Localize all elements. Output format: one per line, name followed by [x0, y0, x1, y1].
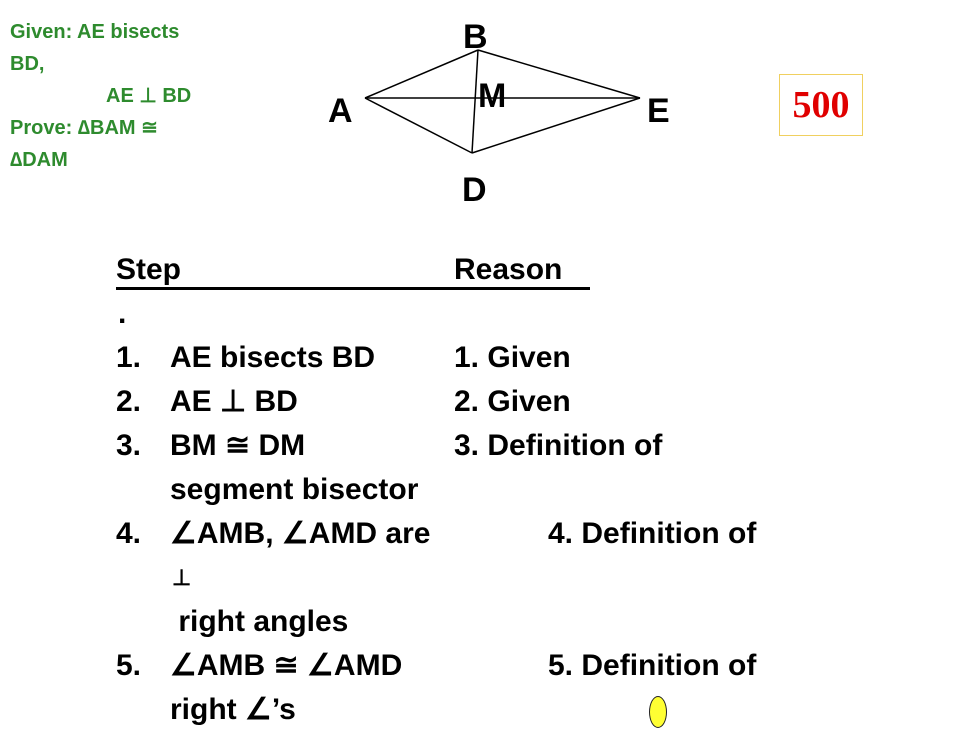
step-reason: 4. Definition of: [548, 517, 757, 550]
proof-row-5-continued: right ∠’s: [116, 688, 836, 732]
reason-column-header: Reason: [454, 253, 563, 286]
step-reason: 5. Definition of: [548, 649, 757, 682]
proof-row-3-continued: segment bisector: [116, 468, 836, 512]
proof-row-4-continued: ⊥: [116, 556, 836, 600]
step-statement-continued: right angles: [170, 605, 349, 638]
perpendicular-symbol: ⊥: [172, 565, 192, 590]
proof-row-4: 4. ∠AMB, ∠AMD are 4. Definition of: [116, 512, 836, 556]
step-statement: AE ⊥ BD: [170, 385, 298, 418]
proof-row-1: 1. AE bisects BD 1. Given: [116, 336, 836, 380]
prove-line-1: Prove: ∆BAM ≅: [10, 117, 158, 139]
step-number: 5.: [116, 649, 142, 682]
prove-line-2: ∆DAM: [10, 149, 68, 171]
proof-row-4-continued-2: right angles: [116, 600, 836, 644]
segment-DA: [364, 97, 473, 154]
step-statement: BM ≅ DM: [170, 429, 306, 462]
proof-row-2: 2. AE ⊥ BD 2. Given: [116, 380, 836, 424]
label-M: M: [478, 77, 506, 115]
given-line-1: Given: AE bisects: [10, 21, 180, 43]
yellow-oval-button[interactable]: [649, 696, 667, 728]
label-E: E: [647, 92, 670, 130]
given-prove-text: Given: AE bisects BD, AE ⊥ BD Prove: ∆BA…: [10, 16, 310, 176]
given-line-3: AE ⊥ BD: [106, 85, 192, 107]
step-column-header: Step: [116, 253, 182, 286]
step-statement: ∠AMB ≅ ∠AMD: [170, 649, 403, 682]
step-statement-continued: segment bisector: [170, 473, 419, 506]
proof-row-3: 3. BM ≅ DM 3. Definition of: [116, 424, 836, 468]
given-line-2: BD,: [10, 53, 45, 75]
step-statement: ∠AMB, ∠AMD are: [170, 517, 431, 550]
step-statement: AE bisects BD: [170, 341, 376, 374]
label-D: D: [462, 171, 487, 209]
step-reason: 3. Definition of: [454, 429, 663, 462]
label-B: B: [463, 18, 488, 56]
step-number: 1.: [116, 341, 142, 374]
point-value-box: 500: [779, 74, 863, 136]
step-reason: 2. Given: [454, 385, 571, 418]
step-number: 4.: [116, 517, 142, 550]
header-dot: .: [118, 297, 127, 330]
step-number: 3.: [116, 429, 142, 462]
header-underline: [116, 287, 590, 290]
segment-BD: [471, 49, 479, 154]
segment-BE: [477, 49, 641, 99]
two-column-proof: Step Reason . 1. AE bisects BD 1. Given …: [116, 248, 836, 732]
segment-AB: [364, 49, 479, 99]
step-statement-continued: right ∠’s: [170, 693, 296, 726]
proof-row-5: 5. ∠AMB ≅ ∠AMD 5. Definition of: [116, 644, 836, 688]
step-number: 2.: [116, 385, 142, 418]
step-reason: 1. Given: [454, 341, 571, 374]
geometry-diagram: B M A E D: [328, 18, 670, 209]
segment-ED: [471, 97, 641, 154]
label-A: A: [328, 92, 353, 130]
proof-header: Step Reason: [116, 248, 836, 292]
